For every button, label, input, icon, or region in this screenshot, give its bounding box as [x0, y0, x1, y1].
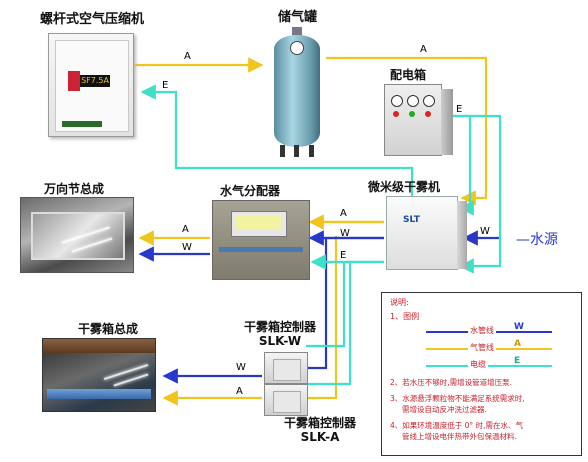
power-cabinet-image	[384, 84, 453, 156]
legend-cable-tag: E	[514, 356, 521, 366]
controller-a-name: 干雾箱控制器	[284, 416, 357, 430]
legend-note-3b: 需增设自动反冲洗过滤器.	[402, 405, 487, 414]
water-source-text: 水源	[530, 232, 558, 248]
tag-air-3: A	[340, 208, 347, 219]
cable-line-cabinet-fogger-2	[440, 114, 502, 274]
universal-joint-title: 万向节总成	[44, 182, 105, 196]
fogger-logo: SLT	[403, 215, 420, 225]
water-air-distributor-image	[212, 200, 310, 280]
dry-fog-box-image	[42, 338, 156, 412]
legend-air-tag: A	[514, 339, 521, 349]
tag-cable-3: E	[340, 250, 347, 261]
legend-water-tag: W	[514, 322, 524, 332]
tag-water-4: W	[236, 362, 246, 373]
water-source-label: —水源	[516, 232, 558, 248]
pressure-gauge-icon	[290, 41, 304, 55]
tag-water-2: W	[182, 242, 192, 253]
legend-note-4b: 管线上增设电伴热带外包保温材料.	[402, 432, 517, 441]
fogger-title: 微米级干雾机	[368, 180, 441, 194]
legend-note-4a: 4、如果环境温度低于 0° 时,需在水、气	[390, 421, 523, 430]
screw-compressor-image: SF7.5A	[48, 33, 134, 137]
legend-note-3a: 3、水源悬浮颗粒物不能满足系统需求时,	[390, 394, 525, 403]
tag-air-1: A	[184, 51, 191, 62]
water-line-controller-w	[306, 238, 328, 370]
legend-note-2: 2、若水压不够时,需增设管道增压泵.	[390, 378, 513, 387]
controller-a-model: SLK-A	[300, 430, 340, 444]
compressor-panel: SF7.5A	[55, 40, 129, 132]
drybox-title: 干雾箱总成	[78, 322, 139, 336]
legend-water-label: 水管线	[468, 325, 496, 336]
legend-air-label: 气管线	[468, 342, 496, 353]
tag-water-1: W	[340, 228, 350, 239]
legend-box: 说明: 1、图例 水管线 W 气管线 A 电缆 E 2、若水压不够时,需增设管道…	[381, 292, 582, 456]
air-tank-image	[272, 27, 322, 157]
controller-w-title: 干雾箱控制器 SLK-W	[244, 320, 316, 348]
air-lines	[134, 56, 488, 406]
distributor-title: 水气分配器	[220, 184, 281, 198]
tag-air-5: A	[236, 386, 243, 397]
tag-water-3: W	[480, 226, 490, 237]
controller-w-image	[264, 352, 308, 384]
controller-w-name: 干雾箱控制器	[244, 320, 317, 334]
legend-title: 说明:	[390, 298, 409, 307]
dry-fog-machine-image: SLT	[386, 196, 467, 270]
tank-title: 储气罐	[278, 10, 318, 25]
tag-air-4: A	[182, 224, 189, 235]
water-lines	[138, 230, 500, 384]
legend-cable-label: 电缆	[468, 359, 488, 370]
cable-line-ctrl-w	[306, 262, 346, 348]
tag-air-2: A	[420, 44, 427, 55]
cable-line-fogger-compressor	[140, 84, 414, 196]
air-line-controller-a	[306, 236, 338, 400]
air-line-tank-fogger	[326, 56, 488, 206]
universal-joint-image	[20, 197, 134, 273]
legend-cable-line	[426, 365, 552, 367]
controller-a-image	[264, 384, 308, 416]
compressor-title: 螺杆式空气压缩机	[40, 12, 145, 27]
compressor-display: SF7.5A	[80, 75, 110, 87]
tag-cable-1: E	[162, 80, 169, 91]
cabinet-title: 配电箱	[390, 68, 427, 82]
compressor-stripe	[68, 71, 80, 91]
compressor-badge	[62, 121, 102, 127]
controller-a-title: 干雾箱控制器 SLK-A	[284, 416, 356, 444]
cable-line-ctrl-a	[306, 262, 352, 386]
tag-cable-2: E	[456, 104, 463, 115]
legend-item-1: 1、图例	[390, 312, 420, 321]
controller-w-model: SLK-W	[258, 334, 302, 348]
